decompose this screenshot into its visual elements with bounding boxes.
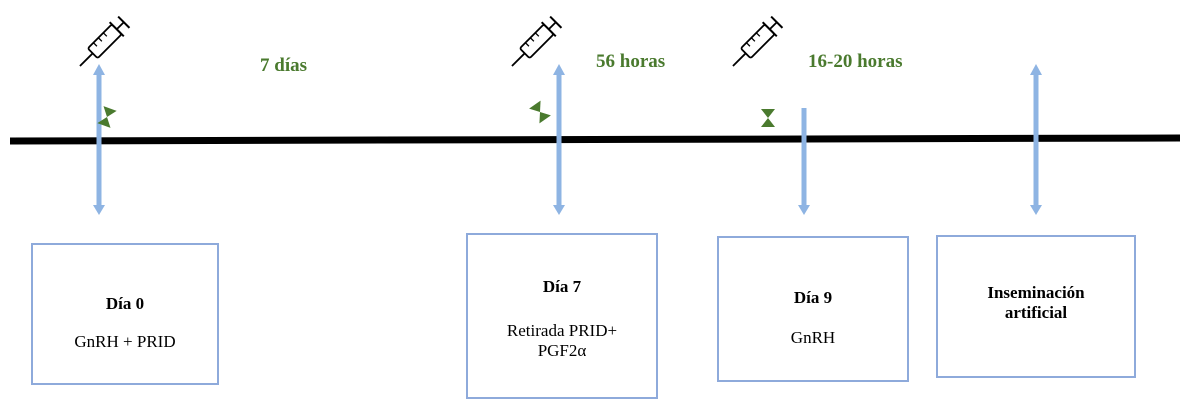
event-title: Inseminación artificial	[987, 283, 1085, 322]
event-detail: Retirada PRID+ PGF2α	[506, 321, 618, 360]
syringe-icon	[503, 14, 564, 75]
arrow-day-0	[93, 64, 105, 215]
event-title: Día 9	[793, 288, 833, 307]
arrow-day-7	[553, 64, 565, 215]
syringe-icon	[724, 14, 785, 75]
event-box-day-0: Día 0 GnRH + PRID	[31, 243, 219, 385]
interval-label: 56 horas	[596, 51, 666, 72]
event-box-day-9: Día 9 GnRH	[717, 236, 909, 382]
event-box-insemination: Inseminación artificial	[936, 235, 1136, 378]
arrow-insemination	[1030, 64, 1042, 215]
timeline-bar	[9, 134, 1180, 145]
event-box-day-7: Día 7 Retirada PRID+ PGF2α	[466, 233, 658, 399]
interval-label: 7 días	[260, 55, 307, 76]
arrow-day-9	[798, 108, 810, 215]
event-detail: GnRH + PRID	[74, 332, 176, 351]
event-title: Día 0	[105, 294, 145, 313]
hourglass-icon	[529, 100, 551, 124]
event-detail: GnRH	[790, 328, 836, 347]
interval-label: 16-20 horas	[808, 51, 903, 72]
syringe-icon	[71, 14, 132, 75]
event-title: Día 7	[542, 277, 582, 296]
hourglass-icon	[761, 109, 775, 127]
